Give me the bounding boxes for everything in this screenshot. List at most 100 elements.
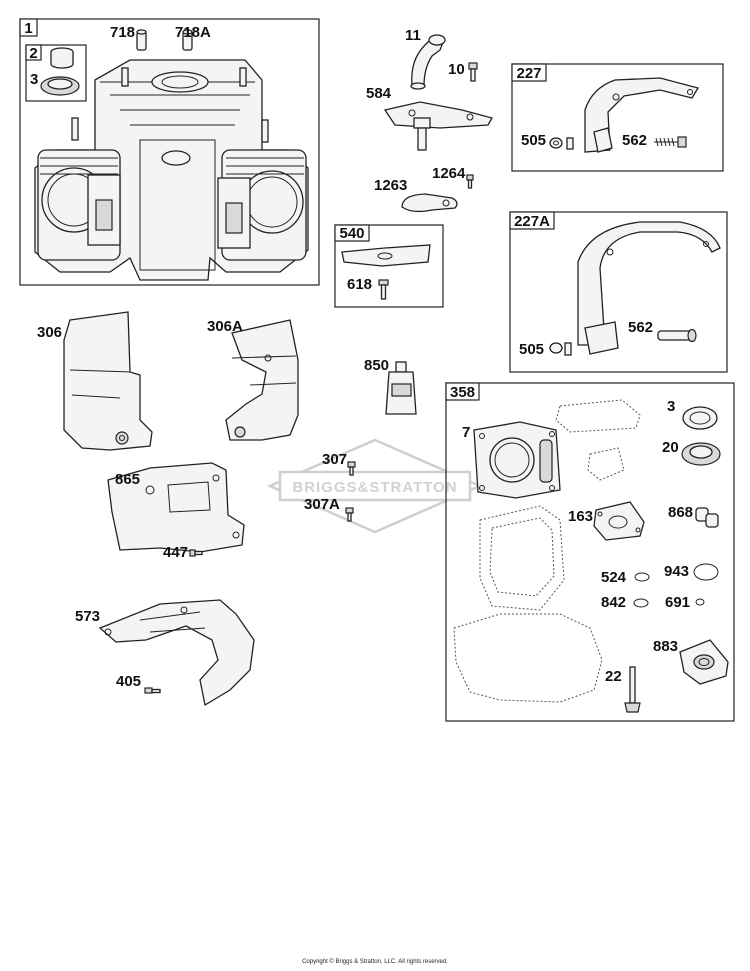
cylinder-group: 1 2 3 718 718A [19,18,320,286]
bracket-part[interactable] [577,221,721,355]
part-label: 22 [605,668,622,685]
tag-box [25,44,42,61]
head-bolt-part[interactable] [624,666,641,713]
part-label: 718 [110,24,135,41]
box-number-358: 358 [450,384,475,401]
part-label: 307 [322,451,347,468]
cylinder-baffle-part[interactable] [225,319,299,441]
part-label: 405 [116,673,141,690]
o-ring-part[interactable] [693,563,719,581]
box-number-2: 2 [29,45,37,62]
part-label: 943 [664,563,689,580]
cover-gasket-outline [555,399,641,433]
part-label: 7 [462,424,470,441]
part-label: 1264 [432,165,466,182]
box-number-540: 540 [339,225,364,242]
bracket-part[interactable] [584,77,700,153]
part-label: 883 [653,638,678,655]
breather-tube-part[interactable] [410,34,446,90]
screw-part[interactable] [378,279,389,300]
dowel-pin-part[interactable] [182,29,193,51]
copyright-text: Copyright © Briggs & Stratton, LLC. All … [302,959,448,965]
cylinder-frame [19,18,320,286]
tag-box [19,18,38,37]
air-guide-part[interactable] [98,599,255,707]
part-label: 842 [601,594,626,611]
part-label: 562 [622,132,647,149]
oil-seal-part[interactable] [681,442,721,466]
intake-gasket-part[interactable] [593,501,645,541]
cylinder-baffle-part[interactable] [63,311,153,451]
watermark-text: BRIGGS&STRATTON [292,479,457,496]
part-label: 718A [175,24,211,41]
spring-bolt-part[interactable] [654,136,687,148]
part-label: 3 [667,398,675,415]
o-ring-part[interactable] [695,598,705,606]
dowel-pin-part[interactable] [136,29,147,51]
part-label: 505 [521,132,546,149]
spacer-part[interactable] [566,137,574,150]
part-label: 865 [115,471,140,488]
oil-seal-part[interactable] [682,406,718,430]
bracket-227-group: 227 505 562 [511,63,724,172]
engine-cover-part[interactable] [107,462,245,553]
part-label: 306A [207,318,243,335]
tag-box [511,63,547,82]
o-ring-part[interactable] [634,572,650,582]
screw-part[interactable] [466,174,474,189]
breather-seal-part[interactable] [401,193,458,213]
spacer-bolt-part[interactable] [657,328,697,343]
flange-gasket-outline [587,447,625,481]
box-number-227a: 227A [514,213,550,230]
gasket-540-group: 540 618 [334,224,444,308]
part-label: 573 [75,608,100,625]
sealant-tube-part[interactable] [385,361,417,415]
nut-part[interactable] [549,137,563,149]
part-label: 307A [304,496,340,513]
part-label: 11 [405,27,421,44]
gasket-part[interactable] [341,244,431,267]
part-label: 868 [668,504,693,521]
screw-part[interactable] [468,62,478,82]
part-label: 584 [366,85,392,102]
part-label: 691 [665,594,690,611]
part-label: 447 [163,544,188,561]
breather-plate-part[interactable] [383,101,493,151]
tag-box [509,211,555,230]
head-gasket-part[interactable] [473,421,561,499]
box-number-227: 227 [516,65,541,82]
bracket-227a-frame [509,211,728,373]
screw-part[interactable] [347,461,356,476]
box-number-1: 1 [24,20,32,37]
part-label: 524 [601,569,627,586]
crankcase-gasket-outline [453,613,603,703]
part-label: 850 [364,357,389,374]
bracket-227-frame [511,63,724,172]
o-ring-part[interactable] [633,598,649,608]
gasket-540-frame [334,224,444,308]
oil-seal-part[interactable] [40,76,80,96]
valve-seal-part[interactable] [695,507,719,528]
valve-cover-gasket-inner-outline [489,517,555,597]
tag-box [445,382,480,401]
screw-part[interactable] [345,507,354,522]
valve-cover-gasket-outline [479,505,565,611]
part-label: 505 [519,341,544,358]
intake-flange-part[interactable] [679,639,729,685]
part-label: 562 [628,319,653,336]
part-label: 1263 [374,177,407,194]
brand-watermark: BRIGGS&STRATTON [266,438,484,534]
part-label: 3 [30,71,38,88]
screw-part[interactable] [189,549,203,557]
gasket-set-frame [445,382,735,722]
part-label: 10 [448,61,465,78]
cylinder-block-part[interactable] [34,59,309,281]
sleeve-bearing-part[interactable] [50,47,74,69]
bracket-227a-group: 227A 505 562 [509,211,728,373]
screw-part[interactable] [144,687,161,694]
nut-part[interactable] [549,342,563,354]
seal-sub-frame [25,44,87,102]
spacer-part[interactable] [564,342,572,356]
part-label: 163 [568,508,593,525]
tag-box [334,224,370,242]
